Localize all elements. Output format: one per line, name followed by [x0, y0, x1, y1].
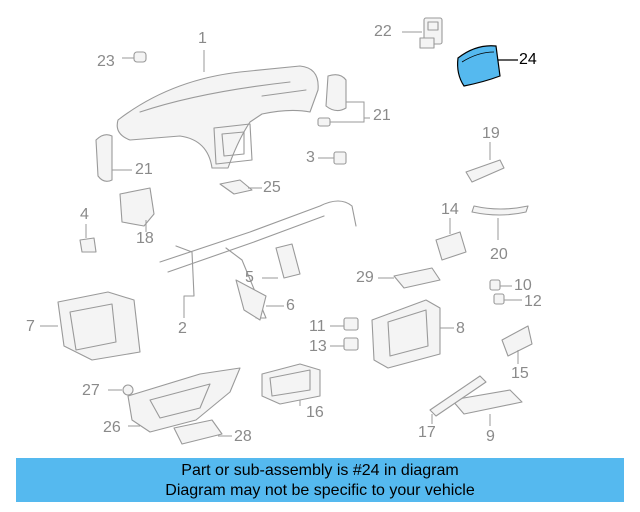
part-20-bar	[471, 205, 529, 216]
part-12-clip	[493, 293, 505, 305]
part-8-center-bezel	[371, 299, 441, 369]
part-21-side-trim-right	[325, 74, 347, 112]
callout-19: 19	[482, 125, 500, 142]
callout-15: 15	[511, 365, 529, 382]
part-24-cover-highlighted	[457, 45, 501, 87]
exploded-parts-diagram	[40, 17, 533, 445]
callout-23: 23	[97, 53, 115, 70]
callout-17: 17	[418, 424, 436, 441]
part-11-switch	[343, 317, 359, 331]
callout-14: 14	[441, 201, 459, 218]
part-13-switch	[343, 337, 359, 351]
callout-22: 22	[374, 23, 392, 40]
part-10-clip	[489, 279, 501, 291]
callout-13: 13	[309, 338, 327, 355]
part-21-side-trim-left	[95, 134, 113, 182]
callout-18: 18	[136, 230, 154, 247]
callout-29: 29	[356, 269, 374, 286]
part-23-clip	[133, 51, 147, 63]
callout-5: 5	[245, 269, 254, 286]
callout-28: 28	[234, 428, 252, 445]
callout-10: 10	[514, 277, 532, 294]
part-14-panel	[435, 231, 467, 261]
part-9-lower-panel	[451, 389, 523, 415]
part-27-fastener	[122, 384, 134, 396]
callout-2: 2	[178, 320, 187, 337]
callout-1: 1	[198, 30, 207, 47]
part-25-bracket	[219, 179, 253, 195]
callout-9: 9	[486, 428, 495, 445]
callout-4: 4	[80, 206, 89, 223]
part-15-panel	[501, 325, 533, 357]
part-17-trim-strip	[429, 375, 487, 417]
callout-16: 16	[306, 404, 324, 421]
callout-8: 8	[456, 320, 465, 337]
info-banner: Part or sub-assembly is #24 in diagram D…	[16, 458, 624, 502]
callout-21-left: 21	[135, 161, 153, 178]
part-7-glove-box	[57, 291, 141, 361]
part-1-dashboard-panel	[116, 65, 319, 169]
callout-25: 25	[263, 179, 281, 196]
part-18-vent-duct	[119, 187, 155, 227]
part-5-bracket	[275, 243, 301, 279]
part-reinforcement-beam	[159, 200, 357, 319]
callout-11: 11	[309, 318, 326, 335]
callout-7: 7	[26, 318, 35, 335]
banner-line-2: Diagram may not be specific to your vehi…	[165, 482, 475, 499]
part-26-lower-dash-cover	[127, 367, 241, 433]
callout-21-right: 21	[373, 107, 391, 124]
callout-24: 24	[519, 51, 537, 68]
callout-27: 27	[82, 382, 100, 399]
part-4-clip	[79, 237, 97, 253]
callout-26: 26	[103, 419, 121, 436]
callout-12: 12	[524, 293, 542, 310]
part-22-switch	[419, 17, 443, 49]
callout-6: 6	[286, 297, 295, 314]
callout-3: 3	[306, 149, 315, 166]
part-3-clip	[333, 151, 347, 165]
part-19-bracket	[465, 159, 505, 183]
callout-20: 20	[490, 246, 508, 263]
part-16-vent	[261, 363, 321, 405]
part-29-plate	[393, 267, 441, 289]
banner-line-1: Part or sub-assembly is #24 in diagram	[181, 462, 459, 479]
part-6-bracket	[235, 279, 267, 321]
part-28-plate	[173, 419, 223, 445]
